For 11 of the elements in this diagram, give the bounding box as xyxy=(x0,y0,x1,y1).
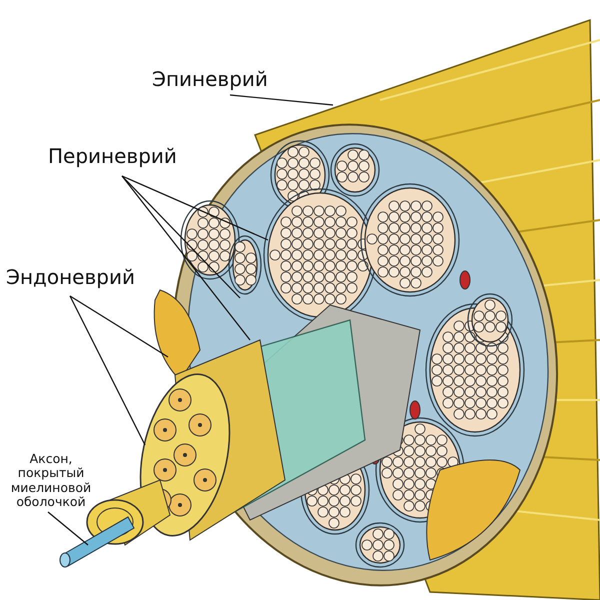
leader-line xyxy=(48,512,88,546)
part-label: Эндоневрий xyxy=(6,266,135,289)
leader-line xyxy=(122,176,250,340)
leader-line xyxy=(69,296,146,446)
part-label: Периневрий xyxy=(48,145,177,168)
part-label: Эпиневрий xyxy=(152,68,268,91)
leader-line xyxy=(122,176,240,298)
leader-line xyxy=(70,295,168,358)
leader-line xyxy=(122,175,268,241)
leader-line xyxy=(230,94,334,106)
part-label: Аксон, покрытый миелиновой оболочкой xyxy=(6,452,96,510)
